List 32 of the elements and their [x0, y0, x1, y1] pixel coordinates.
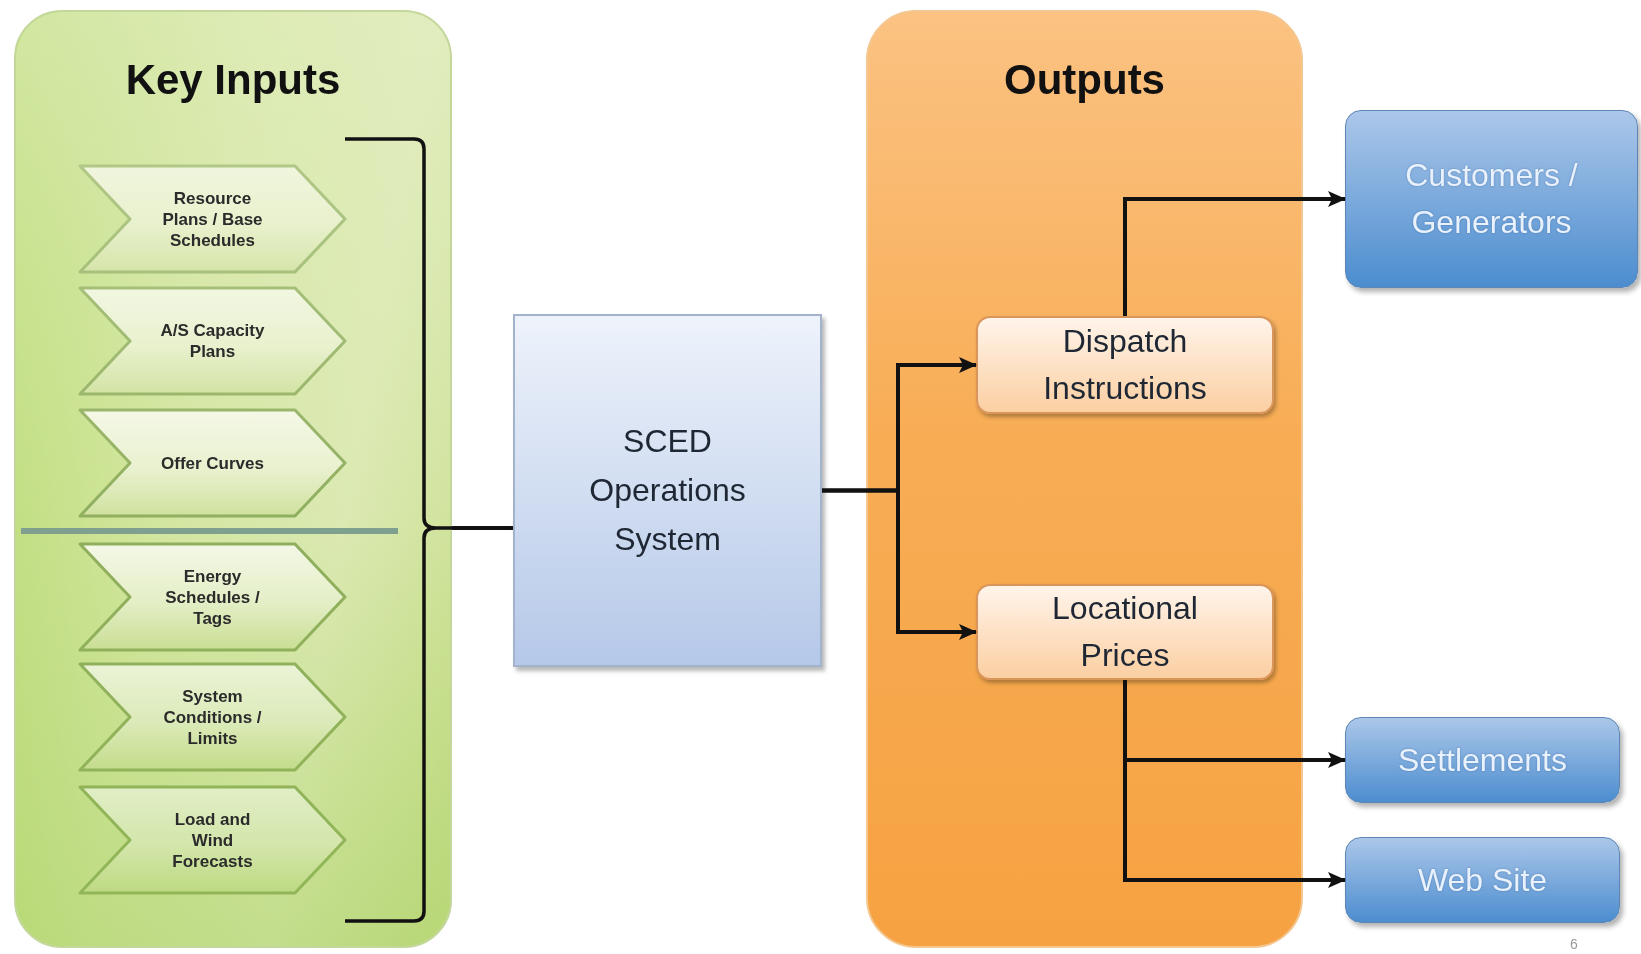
- input-label: A/S Capacity Plans: [159, 320, 266, 362]
- input-panel: [14, 10, 452, 948]
- input-label: Offer Curves: [160, 452, 265, 474]
- arrow: [822, 488, 977, 640]
- output-panel: [866, 10, 1303, 948]
- destination-box: [1345, 837, 1620, 923]
- chevron-shape: [78, 164, 347, 274]
- box-label: Web Site: [1416, 860, 1549, 900]
- page-number: 6: [1570, 936, 1578, 952]
- panel-title: Key Inputs: [124, 57, 342, 103]
- input-label: Load and Wind Forecasts: [171, 808, 254, 872]
- input-label: Resource Plans / Base Schedules: [161, 187, 264, 251]
- output-box: [976, 584, 1274, 680]
- chevron-shape: [78, 408, 347, 518]
- box-label: Customers / Generators: [1404, 156, 1579, 242]
- process-box: [513, 314, 822, 667]
- chevron-shape: [78, 286, 347, 396]
- box-label: Dispatch Instructions: [1042, 322, 1208, 408]
- destination-box: [1345, 717, 1620, 803]
- chevron-shape: [78, 662, 347, 772]
- output-box: [976, 316, 1274, 414]
- destination-box: [1345, 110, 1638, 288]
- connector-line: [452, 526, 513, 530]
- box-label: Locational Prices: [1051, 589, 1199, 675]
- box-label: Settlements: [1397, 740, 1568, 780]
- arrow: [1123, 191, 1346, 316]
- chevron-shape: [78, 785, 347, 895]
- chevron-shape: [78, 542, 347, 652]
- input-label: Energy Schedules / Tags: [164, 565, 261, 629]
- panel-title: Outputs: [1003, 57, 1166, 103]
- input-label: System Conditions / Limits: [162, 685, 263, 749]
- box-label: SCED Operations System: [588, 422, 747, 559]
